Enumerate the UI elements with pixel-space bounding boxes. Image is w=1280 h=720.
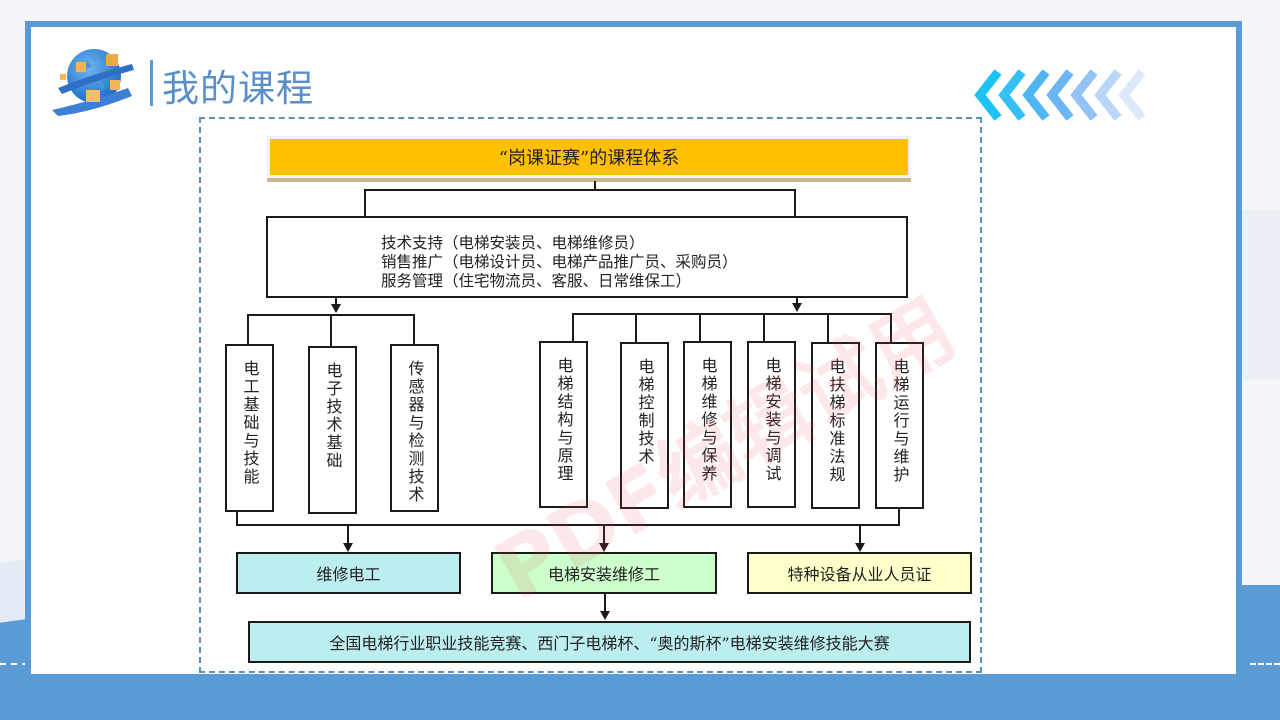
certificate-box: 特种设备从业人员证	[747, 552, 972, 594]
connector	[347, 524, 349, 544]
connector	[604, 594, 606, 612]
arrow-down-icon	[343, 543, 353, 552]
certificate-box: 维修电工	[236, 552, 461, 594]
globe-logistics-icon	[52, 49, 134, 116]
title-accent-bar	[150, 60, 153, 106]
role-line: 服务管理（住宅物流员、客服、日常维保工）	[381, 272, 692, 290]
connector	[898, 508, 900, 526]
arrow-down-icon	[331, 304, 341, 313]
connector	[794, 189, 796, 217]
diagram-title-box: “岗课证赛”的课程体系	[267, 136, 911, 178]
connector	[827, 313, 829, 343]
course-box: 电扶梯标准法规	[811, 342, 860, 509]
connector	[413, 314, 415, 344]
page-title: 我的课程	[162, 67, 314, 110]
connector	[763, 313, 765, 343]
connector	[572, 313, 892, 315]
connector	[890, 313, 892, 343]
connector	[796, 298, 798, 304]
connector	[594, 181, 596, 190]
roles-box: 技术支持（电梯安装员、电梯维修员） 销售推广（电梯设计员、电梯产品推广员、采购员…	[266, 216, 908, 298]
role-line: 技术支持（电梯安装员、电梯维修员）	[381, 234, 645, 252]
chevrons-left-icon	[974, 69, 1146, 121]
connector	[364, 189, 796, 191]
role-line: 销售推广（电梯设计员、电梯产品推广员、采购员）	[381, 253, 738, 271]
background-wedge-right	[1240, 210, 1280, 380]
course-box: 电子技术基础	[308, 346, 357, 514]
connector	[330, 314, 332, 346]
decorative-dash-left	[0, 663, 28, 665]
decorative-dash-right	[1250, 663, 1280, 665]
course-box: 电梯控制技术	[620, 342, 669, 509]
connector	[236, 512, 238, 526]
arrow-down-icon	[600, 611, 610, 620]
arrow-down-icon	[792, 303, 802, 312]
connector	[572, 313, 574, 341]
connector	[635, 313, 637, 343]
connector	[364, 189, 366, 217]
connector	[859, 524, 861, 544]
course-box: 电梯结构与原理	[539, 341, 588, 508]
course-box: 电梯维修与保养	[683, 341, 732, 508]
course-box: 电梯运行与维护	[875, 342, 924, 509]
arrow-down-icon	[855, 543, 865, 552]
diagram-frame	[199, 117, 982, 673]
arrow-down-icon	[599, 543, 609, 552]
connector	[335, 298, 337, 306]
course-box: 电梯安装与调试	[747, 341, 796, 508]
course-box: 传感器与检测技术	[390, 344, 439, 512]
competitions-box: 全国电梯行业职业技能竞赛、西门子电梯杯、“奥的斯杯”电梯安装维修技能大赛	[248, 621, 971, 663]
connector	[247, 314, 249, 344]
connector	[699, 313, 701, 343]
connector	[236, 524, 900, 526]
connector	[603, 524, 605, 544]
course-box: 电工基础与技能	[225, 344, 274, 512]
certificate-box: 电梯安装维修工	[491, 552, 717, 594]
